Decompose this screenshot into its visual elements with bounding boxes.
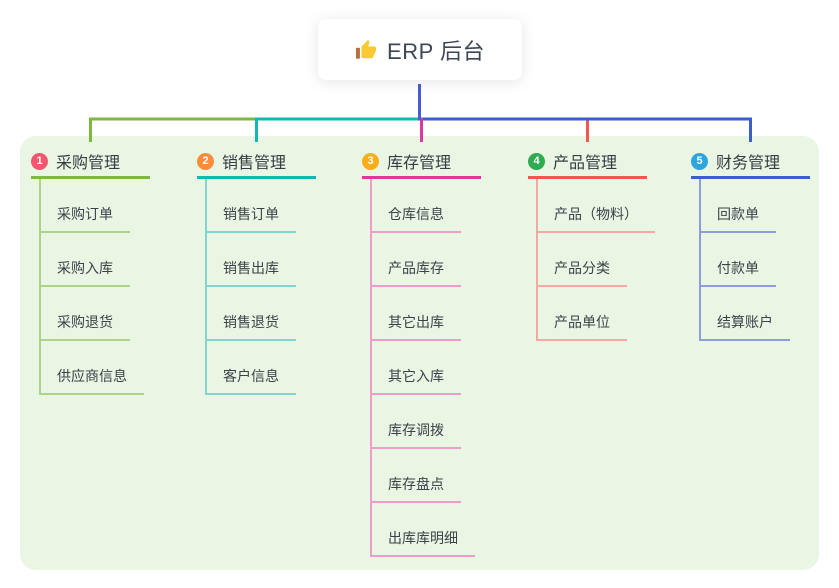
branch-header[interactable]: 4 产品管理	[528, 146, 647, 179]
branch-number-badge: 1	[31, 152, 48, 170]
sub-node[interactable]: 采购订单	[41, 179, 130, 233]
sub-node[interactable]: 其它出库	[372, 287, 461, 341]
branch-number-badge: 3	[362, 152, 379, 170]
sub-node[interactable]: 出库库明细	[372, 503, 475, 557]
branch-items: 仓库信息产品库存其它出库其它入库库存调拨库存盘点出库库明细	[370, 179, 481, 557]
branch-items: 产品（物料）产品分类产品单位	[536, 179, 655, 341]
branch-number-badge: 2	[197, 152, 214, 170]
branch-items: 回款单付款单结算账户	[699, 179, 810, 341]
branch-title: 库存管理	[387, 155, 452, 172]
sub-node[interactable]: 销售出库	[207, 233, 296, 287]
sub-node[interactable]: 采购入库	[41, 233, 130, 287]
sub-node[interactable]: 供应商信息	[41, 341, 144, 395]
sub-node[interactable]: 产品（物料）	[538, 179, 655, 233]
branch-node: 5 财务管理回款单付款单结算账户	[691, 146, 810, 341]
branch-number-badge: 4	[528, 152, 545, 170]
branch-title: 产品管理	[553, 155, 618, 172]
sub-node[interactable]: 仓库信息	[372, 179, 461, 233]
branch-node: 1 采购管理采购订单采购入库采购退货供应商信息	[31, 146, 150, 395]
branch-items: 销售订单销售出库销售退货客户信息	[205, 179, 316, 395]
sub-node[interactable]: 产品单位	[538, 287, 627, 341]
sub-node[interactable]: 销售退货	[207, 287, 296, 341]
branch-header[interactable]: 5 财务管理	[691, 146, 810, 179]
sub-node[interactable]: 其它入库	[372, 341, 461, 395]
branch-title: 销售管理	[222, 155, 287, 172]
sub-node[interactable]: 库存调拨	[372, 395, 461, 449]
thumbs-up-icon	[355, 39, 377, 61]
sub-node[interactable]: 销售订单	[207, 179, 296, 233]
sub-node[interactable]: 采购退货	[41, 287, 130, 341]
sub-node[interactable]: 库存盘点	[372, 449, 461, 503]
branch-node: 2 销售管理销售订单销售出库销售退货客户信息	[197, 146, 316, 395]
branch-number-badge: 5	[691, 152, 708, 170]
sub-node[interactable]: 结算账户	[701, 287, 790, 341]
branch-title: 财务管理	[716, 155, 781, 172]
sub-node[interactable]: 付款单	[701, 233, 776, 287]
branch-node: 3 库存管理仓库信息产品库存其它出库其它入库库存调拨库存盘点出库库明细	[362, 146, 481, 557]
root-node[interactable]: ERP 后台	[318, 19, 522, 80]
branches-panel: 1 采购管理采购订单采购入库采购退货供应商信息 2 销售管理销售订单销售出库销售退货客…	[20, 136, 819, 570]
sub-node[interactable]: 产品分类	[538, 233, 627, 287]
branch-header[interactable]: 1 采购管理	[31, 146, 150, 179]
sub-node[interactable]: 回款单	[701, 179, 776, 233]
root-title: ERP 后台	[387, 38, 485, 64]
sub-node[interactable]: 产品库存	[372, 233, 461, 287]
branch-items: 采购订单采购入库采购退货供应商信息	[39, 179, 150, 395]
branch-header[interactable]: 3 库存管理	[362, 146, 481, 179]
sub-node[interactable]: 客户信息	[207, 341, 296, 395]
branch-node: 4 产品管理产品（物料）产品分类产品单位	[528, 146, 655, 341]
branch-header[interactable]: 2 销售管理	[197, 146, 316, 179]
branch-title: 采购管理	[56, 155, 121, 172]
